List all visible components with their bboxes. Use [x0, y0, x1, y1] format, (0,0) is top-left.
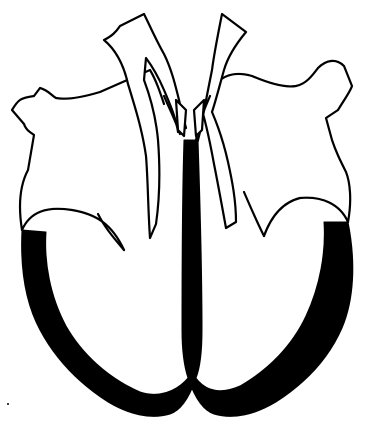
left-valve-cusp	[176, 100, 186, 136]
right-vessel-curve	[244, 192, 264, 236]
interventricular-septum	[182, 140, 202, 378]
left-vessel-curve	[98, 214, 124, 250]
right-ventricle-wall	[188, 222, 353, 416]
right-valve-cusp	[194, 100, 204, 136]
left-ventricle-wall	[22, 230, 196, 416]
scan-speck	[7, 403, 9, 405]
